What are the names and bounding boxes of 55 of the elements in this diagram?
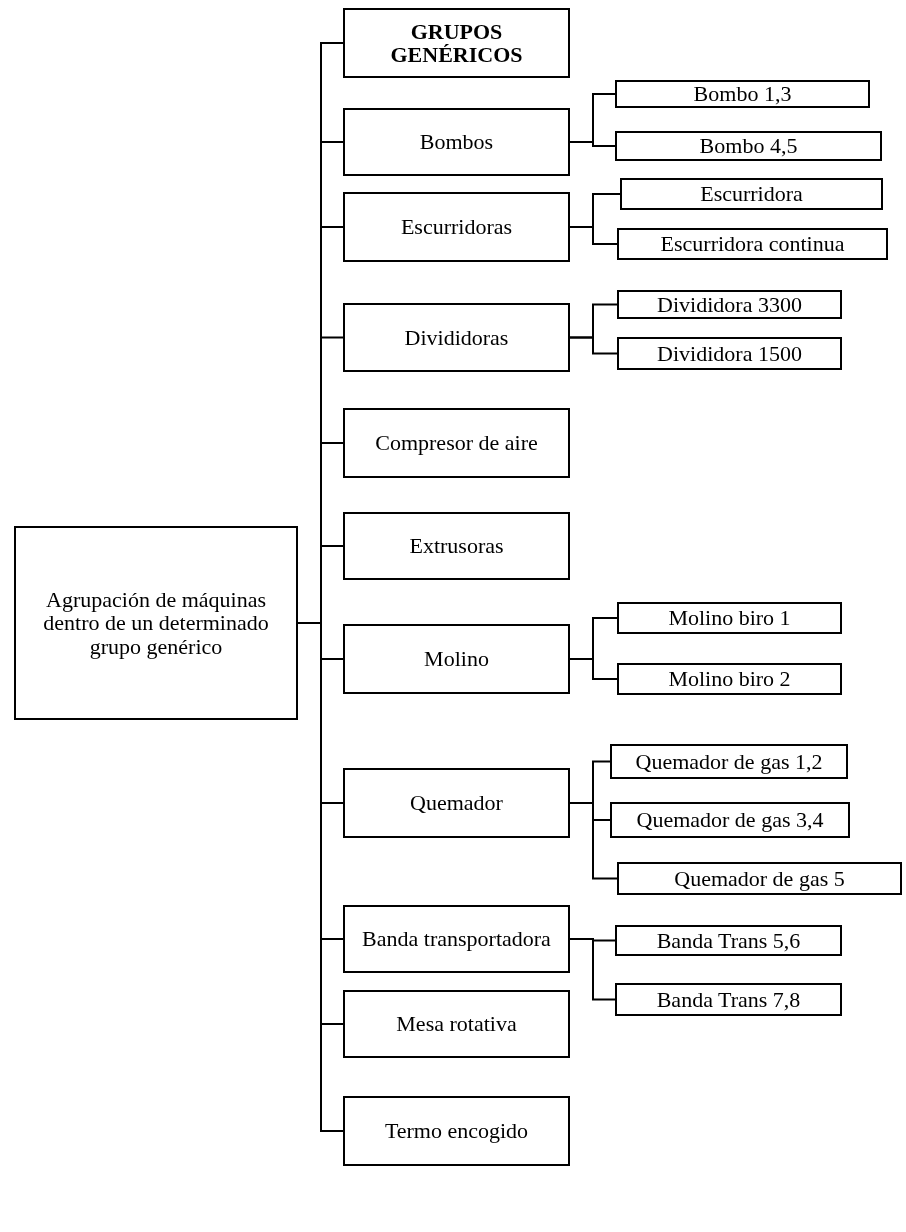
connector-line	[569, 658, 618, 680]
root-box	[14, 526, 298, 720]
node-label: Termo encogido	[384, 1119, 529, 1143]
category-box	[617, 602, 842, 634]
category-box	[343, 108, 570, 176]
node-label: Escurridora continua	[660, 232, 845, 256]
node-label: Bombo 4,5	[699, 134, 798, 158]
node-label: Extrusoras	[409, 534, 504, 558]
category-box	[617, 337, 842, 370]
node-label: Bombos	[419, 130, 494, 154]
node-label: GRUPOS GENÉRICOS	[389, 19, 524, 67]
category-box	[615, 925, 842, 956]
node-label: Banda transportadora	[362, 927, 551, 951]
category-box	[343, 1096, 570, 1166]
category-box	[615, 983, 842, 1016]
category-box	[343, 624, 570, 694]
node-label: Bombo 1,3	[693, 82, 792, 106]
node-label: Quemador de gas 3,4	[636, 808, 824, 832]
node-label: Quemador de gas 1,2	[635, 749, 823, 774]
connector-line	[569, 226, 618, 245]
category-box	[615, 80, 870, 108]
node-label: Escurridoras	[400, 215, 513, 239]
connector-line	[569, 141, 616, 147]
category-box	[617, 862, 902, 895]
category-box	[343, 303, 570, 372]
node-label: Molino	[424, 647, 489, 671]
category-box	[617, 228, 888, 260]
node-label: Banda Trans 5,6	[656, 928, 801, 953]
node-label: Compresor de aire	[375, 431, 538, 455]
category-box	[343, 905, 570, 973]
category-box	[610, 744, 848, 779]
category-box	[610, 802, 850, 838]
category-box	[615, 131, 882, 161]
node-label: Divididoras	[404, 325, 509, 350]
node-label: Molino biro 1	[668, 606, 791, 630]
node-label: Divididora 1500	[657, 341, 802, 366]
node-label: Mesa rotativa	[396, 1012, 517, 1036]
category-box	[343, 192, 570, 262]
category-box	[617, 663, 842, 695]
node-label: Quemador	[410, 791, 503, 815]
node-label: Escurridora	[700, 182, 803, 206]
node-label: Divididora 3300	[657, 292, 802, 317]
category-box	[343, 768, 570, 838]
category-box	[343, 512, 570, 580]
node-label: Banda Trans 7,8	[656, 987, 801, 1012]
category-box	[343, 990, 570, 1058]
node-label: Molino biro 2	[668, 667, 791, 691]
node-label: Quemador de gas 5	[674, 866, 845, 891]
category-box	[617, 290, 842, 319]
connector-line	[569, 336, 618, 355]
node-label: Agrupación de máquinas dentro de un determinado grupo genérico	[42, 588, 270, 658]
category-box	[343, 408, 570, 478]
connector-line	[569, 938, 616, 1001]
category-box	[343, 8, 570, 78]
category-box	[620, 178, 883, 210]
